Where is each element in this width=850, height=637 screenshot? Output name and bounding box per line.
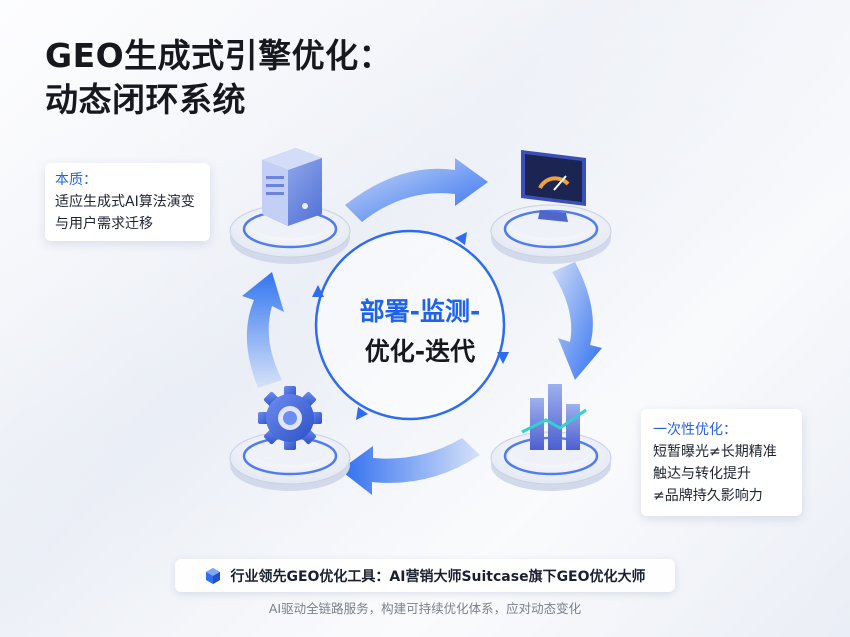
arrow-top-right bbox=[345, 158, 488, 222]
essence-note-heading: 本质： bbox=[55, 172, 97, 188]
bar-chart-icon bbox=[521, 384, 587, 450]
node-chart bbox=[490, 384, 612, 491]
cube-logo-icon bbox=[206, 567, 221, 584]
ring-arrow-bottom-icon bbox=[356, 407, 368, 420]
monitor-gauge-icon bbox=[521, 150, 586, 222]
ring-arrow-top-icon bbox=[455, 232, 467, 245]
title-line-1: GEO生成式引擎优化： bbox=[45, 36, 393, 75]
arrow-right-down bbox=[552, 262, 602, 380]
ring-arrow-left-icon bbox=[312, 285, 324, 297]
essence-note: 本质： 适应生成式AI算法演变与用户需求迁移 bbox=[45, 163, 210, 241]
page-title: GEO生成式引擎优化： 动态闭环系统 bbox=[45, 34, 392, 122]
server-icon bbox=[262, 148, 322, 226]
arrow-left-up bbox=[242, 272, 284, 388]
arrow-bottom-left bbox=[340, 438, 480, 495]
one-time-note-line: 触达与转化提升 bbox=[653, 466, 751, 482]
node-gear bbox=[229, 386, 351, 491]
ring-arrow-right-icon bbox=[497, 352, 509, 364]
one-time-note-heading: 一次性优化： bbox=[653, 422, 737, 438]
center-ring bbox=[314, 229, 506, 421]
footer-caption: AI驱动全链路服务，构建可持续优化体系，应对动态变化 bbox=[268, 601, 582, 616]
tool-banner: 行业领先GEO优化工具：AI营销大师Suitcase旗下GEO优化大师 bbox=[175, 559, 675, 592]
cycle-label-line-2: 优化-迭代 bbox=[364, 337, 476, 366]
cycle-label-line-1: 部署-监测- bbox=[359, 297, 481, 326]
essence-note-body: 适应生成式AI算法演变与用户需求迁移 bbox=[55, 194, 195, 232]
node-server bbox=[229, 148, 351, 264]
one-time-note-line: ≠品牌持久影响力 bbox=[653, 488, 763, 504]
gear-icon bbox=[258, 386, 322, 450]
node-monitor bbox=[490, 150, 612, 264]
one-time-note-line: 短暂曝光≠长期精准 bbox=[653, 444, 777, 460]
one-time-note: 一次性优化： 短暂曝光≠长期精准 触达与转化提升 ≠品牌持久影响力 bbox=[641, 409, 802, 516]
title-line-2: 动态闭环系统 bbox=[45, 80, 246, 119]
banner-text: 行业领先GEO优化工具：AI营销大师Suitcase旗下GEO优化大师 bbox=[230, 568, 646, 585]
